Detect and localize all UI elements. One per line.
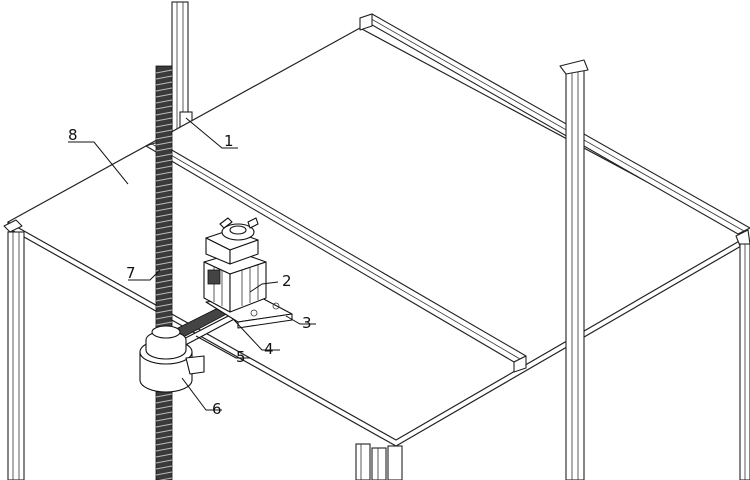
screw-thread [155, 225, 173, 230]
label-part-6: 6 [212, 400, 222, 418]
right-corner-column [739, 243, 750, 480]
screw-thread [155, 417, 173, 422]
screw-thread [155, 303, 173, 308]
pulley-housing [139, 325, 205, 393]
screw-thread [155, 231, 173, 236]
screw-thread [155, 123, 173, 128]
gearbox-housing [205, 217, 259, 265]
lead-screw [155, 65, 173, 480]
back-left-column [171, 1, 193, 135]
screw-thread [155, 393, 173, 398]
screw-thread [155, 279, 173, 284]
screw-thread [155, 93, 173, 98]
screw-thread [155, 243, 173, 248]
screw-thread [155, 99, 173, 104]
screw-thread [155, 207, 173, 212]
screw-thread [155, 255, 173, 260]
leader-lines [68, 117, 316, 411]
screw-thread [155, 441, 173, 446]
screw-thread [155, 87, 173, 92]
screw-thread [155, 183, 173, 188]
screw-thread [155, 81, 173, 86]
screw-thread [155, 309, 173, 314]
screw-thread [155, 297, 173, 302]
label-part-2: 2 [282, 272, 292, 290]
right-tall-column [559, 59, 589, 480]
screw-thread [155, 411, 173, 416]
label-part-1: 1 [224, 132, 234, 150]
screw-thread [155, 213, 173, 218]
screw-thread [155, 315, 173, 320]
screw-thread [155, 135, 173, 140]
screw-thread [155, 177, 173, 182]
label-part-5: 5 [236, 348, 246, 366]
screw-thread [155, 189, 173, 194]
screw-thread [155, 195, 173, 200]
screw-thread [155, 321, 173, 326]
screw-thread [155, 261, 173, 266]
screw-thread [155, 291, 173, 296]
screw-thread [155, 267, 173, 272]
screw-thread [155, 435, 173, 440]
screw-thread [155, 399, 173, 404]
screw-thread [155, 69, 173, 74]
screw-thread [155, 405, 173, 410]
middle-rail [145, 141, 527, 373]
screw-thread [155, 201, 173, 206]
screw-thread [155, 159, 173, 164]
motor [203, 251, 267, 313]
corner-bracket-left [3, 219, 23, 233]
screw-thread [155, 141, 173, 146]
screw-thread [155, 273, 173, 278]
screw-thread [155, 429, 173, 434]
screw-thread [155, 129, 173, 134]
front-bottom-column [355, 443, 403, 480]
screw-thread [155, 171, 173, 176]
screw-thread [155, 219, 173, 224]
screw-thread [155, 447, 173, 452]
label-part-8: 8 [68, 126, 78, 144]
screw-thread [155, 111, 173, 116]
screw-thread [155, 165, 173, 170]
screw-thread [155, 423, 173, 428]
screw-thread [155, 147, 173, 152]
screw-thread [155, 237, 173, 242]
screw-thread [155, 459, 173, 464]
upper-right-rail [359, 13, 750, 235]
label-part-7: 7 [126, 264, 136, 282]
corner-bracket-right [735, 229, 750, 247]
screw-thread [155, 117, 173, 122]
screw-thread [155, 153, 173, 158]
screw-thread [155, 453, 173, 458]
label-part-3: 3 [302, 314, 312, 332]
screw-thread [155, 75, 173, 80]
screw-thread [155, 285, 173, 290]
screw-thread [155, 465, 173, 470]
platform-plate [7, 27, 749, 447]
label-part-4: 4 [264, 340, 274, 358]
front-left-column [7, 231, 25, 480]
screw-thread [155, 471, 173, 476]
screw-thread [155, 249, 173, 254]
screw-thread [155, 105, 173, 110]
